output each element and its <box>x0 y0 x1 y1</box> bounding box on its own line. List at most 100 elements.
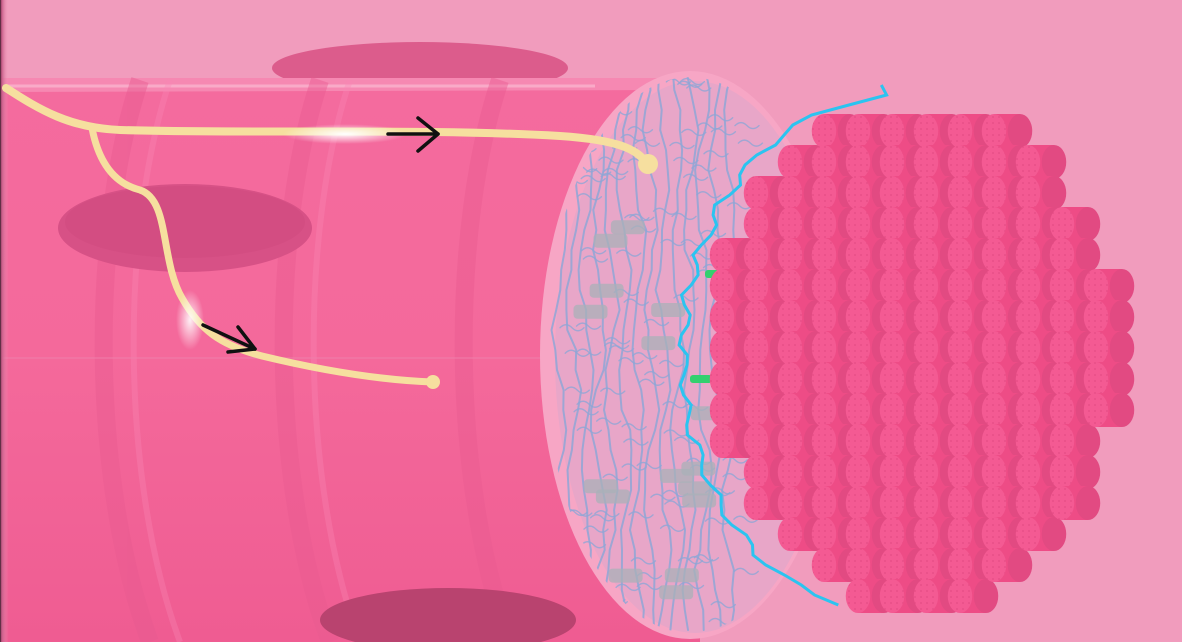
reticulum-link <box>703 150 729 158</box>
reticulum-link <box>623 438 649 446</box>
myofibril <box>1049 424 1101 458</box>
reticulum-link <box>600 387 626 395</box>
myofibril <box>845 486 897 520</box>
reticulum-link <box>650 493 676 501</box>
myofibril <box>1083 269 1135 303</box>
myofibril <box>1083 300 1135 334</box>
terminal-cisterna <box>593 233 628 248</box>
myofibril <box>1049 331 1101 365</box>
terminal-cisterna <box>589 283 624 298</box>
reticulum-link <box>733 567 759 576</box>
reticulum-link <box>576 348 602 356</box>
reticulum-link <box>582 255 609 263</box>
myofibril <box>981 207 1033 241</box>
reticulum-link <box>618 357 644 365</box>
reticulum-link <box>710 128 737 136</box>
reticulum-link <box>580 174 606 183</box>
impulse-glow-lower <box>176 290 204 350</box>
reticulum-link <box>623 298 649 306</box>
nucleus-bottom <box>320 588 576 642</box>
myofibril <box>811 455 863 489</box>
reticulum-strand <box>681 77 700 631</box>
myofibril <box>743 238 795 272</box>
reticulum-link <box>603 341 630 350</box>
reticulum-link <box>575 322 602 330</box>
myofibril <box>1015 145 1067 179</box>
myofibril <box>1049 300 1101 334</box>
reticulum-link <box>639 378 665 386</box>
myofibril <box>913 207 965 241</box>
reticulum-link <box>598 156 624 164</box>
nerve-ending-lower <box>426 375 440 389</box>
myofibril <box>743 207 795 241</box>
reticulum-link <box>696 191 722 199</box>
reticulum-link <box>594 510 620 518</box>
terminal-cisterna <box>595 489 630 504</box>
myofibril <box>811 517 863 551</box>
reticulum-link <box>604 337 631 345</box>
reticulum-link <box>580 541 607 549</box>
myofibril <box>845 207 897 241</box>
reticulum-link <box>726 202 753 210</box>
reticulum-link <box>564 349 590 357</box>
myofibril <box>879 455 931 489</box>
myofibril <box>845 176 897 210</box>
myofibril <box>879 393 931 427</box>
reticulum-link <box>615 583 641 592</box>
reticulum-link <box>596 417 622 425</box>
myofibril <box>1049 238 1101 272</box>
myofibril <box>1083 331 1135 365</box>
terminal-cisterna <box>659 468 694 483</box>
myofibril <box>879 207 931 241</box>
reticulum-link <box>686 84 712 92</box>
reticulum-link <box>576 400 602 408</box>
myofibril <box>1049 207 1101 241</box>
myofibril <box>879 238 931 272</box>
myofibril <box>1049 393 1101 427</box>
reticulum-link <box>636 461 662 470</box>
myofibril <box>1083 362 1135 396</box>
reticulum-link <box>671 212 697 221</box>
myofibril <box>913 300 965 334</box>
reticulum-link <box>632 352 658 360</box>
reticulum-link <box>564 386 590 394</box>
reticulum-link <box>627 126 654 134</box>
myofibril <box>1049 486 1101 520</box>
signal-arrows <box>201 116 440 354</box>
reticulum-link <box>636 582 662 591</box>
reticulum-link <box>673 156 699 165</box>
reticulum-strand <box>693 77 714 631</box>
terminal-cisterna <box>641 336 676 351</box>
reticulum-link <box>737 139 764 147</box>
left-edge-shade <box>0 0 140 642</box>
terminal-cisterna <box>573 304 608 319</box>
reticulum-link <box>681 128 707 137</box>
reticulum-link <box>576 193 603 201</box>
terminal-cisterna <box>682 493 717 508</box>
myofibril <box>1015 331 1067 365</box>
myofibril-bundle <box>709 114 1135 613</box>
terminal-cisterna <box>651 303 686 317</box>
reticulum-link <box>679 77 706 86</box>
reticulum-link <box>660 238 686 247</box>
reticulum-link <box>630 557 657 565</box>
myofibril <box>709 362 761 396</box>
myofibril <box>981 176 1033 210</box>
reticulum-link <box>677 557 704 565</box>
reticulum-link <box>693 554 720 562</box>
t-tubule-network <box>677 84 889 607</box>
reticulum-strand <box>669 77 687 631</box>
reticulum-link <box>573 408 599 416</box>
reticulum-strand <box>707 77 724 631</box>
myofibril <box>913 548 965 582</box>
reticulum-link <box>602 473 628 481</box>
reticulum-link <box>659 359 685 368</box>
myofibril <box>1049 455 1101 489</box>
myofibril <box>1083 393 1135 427</box>
reticulum-link <box>628 511 654 519</box>
reticulum-strand <box>589 77 608 631</box>
terminal-cisterna <box>678 481 713 496</box>
triad-marker <box>690 375 712 383</box>
reticulum-link <box>669 141 695 150</box>
myofibril <box>1015 176 1067 210</box>
